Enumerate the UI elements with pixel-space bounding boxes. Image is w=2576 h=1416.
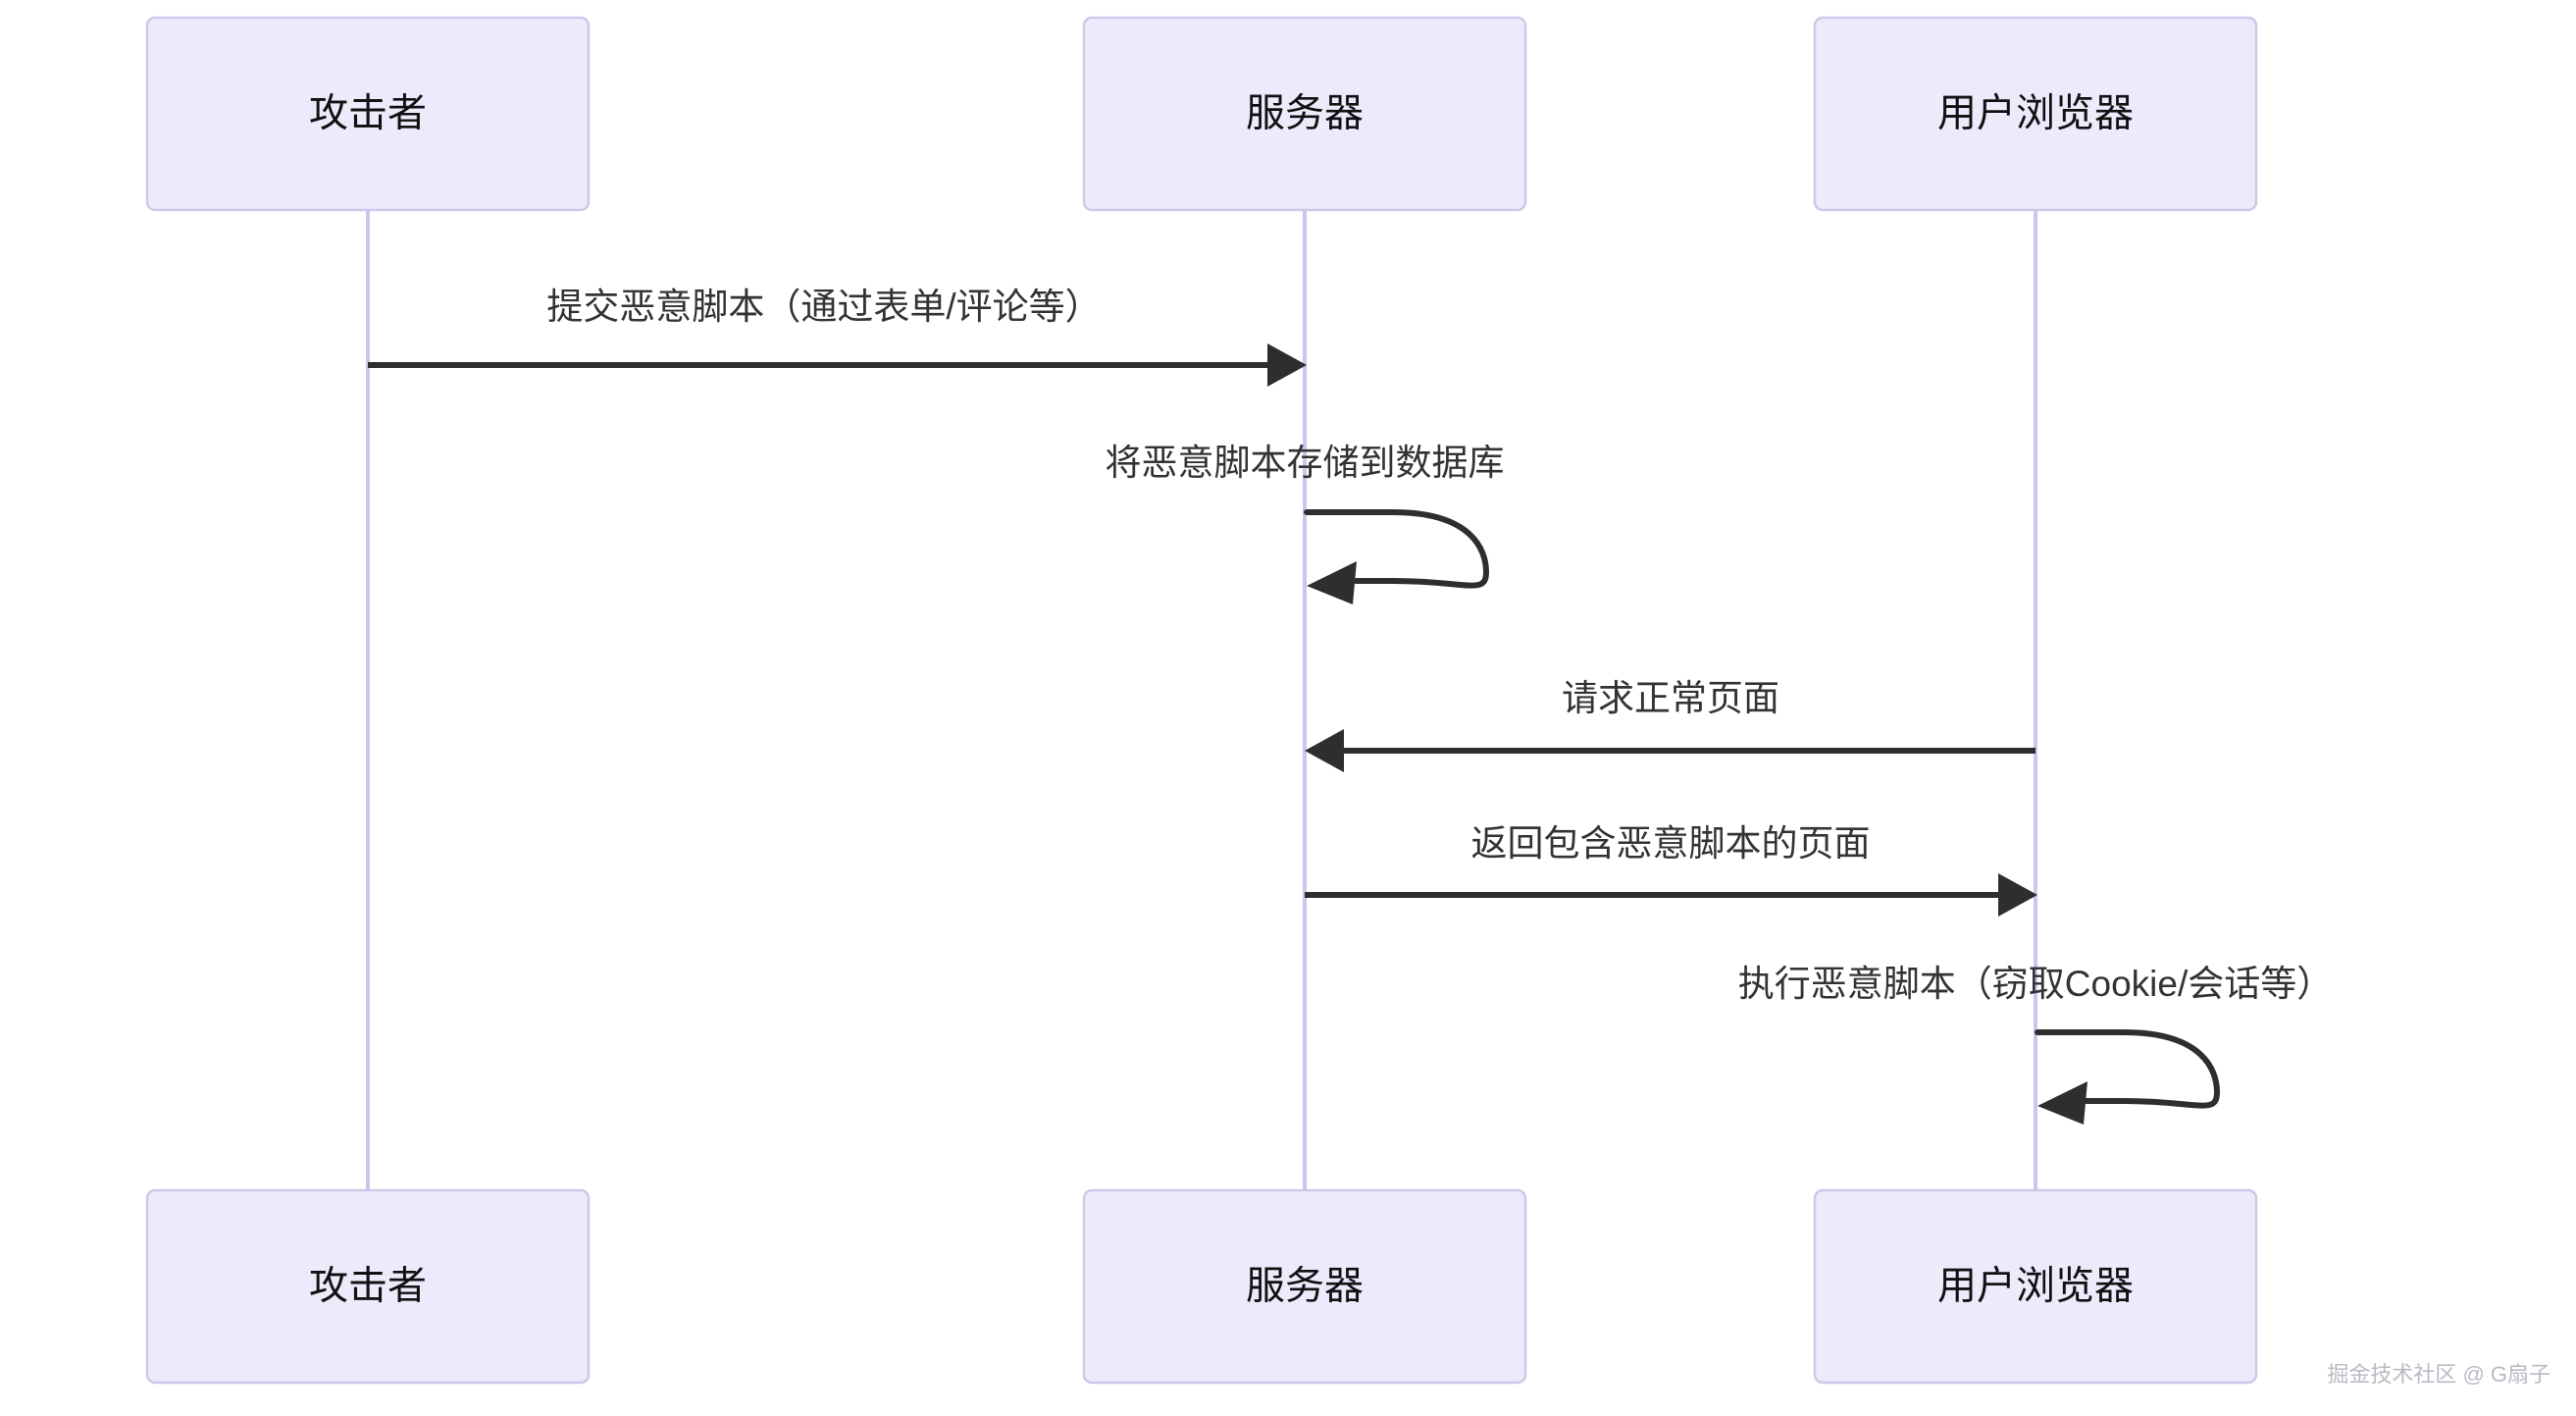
actor-label-server-bottom: 服务器 (1246, 1265, 1364, 1308)
message-1-arrowhead (1267, 343, 1307, 387)
actor-box-rect (1082, 16, 1527, 212)
message-5-loop-path (2035, 1029, 2220, 1109)
actor-box-rect (145, 1188, 591, 1385)
message-3-label: 请求正常页面 (1562, 678, 1779, 718)
actor-bottom-browser[interactable]: 用户浏览器 (1813, 1188, 2258, 1385)
actor-box-rect (1813, 16, 2258, 212)
actor-box-rect (1082, 1188, 1527, 1385)
message-4-label: 返回包含恶意脚本的页面 (1471, 823, 1871, 864)
message-4-arrowhead (1998, 873, 2037, 917)
message-5-label: 执行恶意脚本（窃取Cookie/会话等） (1738, 964, 2333, 1004)
message-5[interactable]: 执行恶意脚本（窃取Cookie/会话等） (1738, 964, 2333, 1125)
actor-top-attacker[interactable]: 攻击者 (145, 16, 591, 212)
lifelines-group (366, 210, 2037, 1190)
actor-label-server: 服务器 (1246, 92, 1364, 135)
message-1[interactable]: 提交恶意脚本（通过表单/评论等） (368, 287, 1307, 387)
actor-top-browser[interactable]: 用户浏览器 (1813, 16, 2258, 212)
watermark: 掘金技术社区 @ G扇子 (2327, 1362, 2550, 1387)
actor-boxes-top: 攻击者 服务器 用户浏览器 (145, 16, 2258, 212)
actor-label-attacker: 攻击者 (309, 92, 427, 135)
message-1-label: 提交恶意脚本（通过表单/评论等） (546, 287, 1101, 327)
actor-label-browser-bottom: 用户浏览器 (1937, 1265, 2134, 1308)
actor-bottom-server[interactable]: 服务器 (1082, 1188, 1527, 1385)
actor-box-rect (1813, 1188, 2258, 1385)
message-3[interactable]: 请求正常页面 (1305, 678, 2035, 772)
message-5-arrowhead (2037, 1081, 2087, 1125)
message-2-label: 将恶意脚本存储到数据库 (1106, 443, 1505, 483)
message-2-arrowhead (1307, 561, 1357, 604)
message-4[interactable]: 返回包含恶意脚本的页面 (1305, 823, 2037, 917)
message-3-arrowhead (1305, 729, 1344, 772)
message-2-loop-path (1304, 509, 1489, 589)
actor-top-server[interactable]: 服务器 (1082, 16, 1527, 212)
actor-box-rect (145, 16, 591, 212)
actor-label-attacker-bottom: 攻击者 (309, 1265, 427, 1308)
message-2[interactable]: 将恶意脚本存储到数据库 (1106, 443, 1505, 604)
actor-boxes-bottom: 攻击者 服务器 用户浏览器 (145, 1188, 2258, 1385)
actor-bottom-attacker[interactable]: 攻击者 (145, 1188, 591, 1385)
actor-label-browser: 用户浏览器 (1937, 92, 2134, 135)
